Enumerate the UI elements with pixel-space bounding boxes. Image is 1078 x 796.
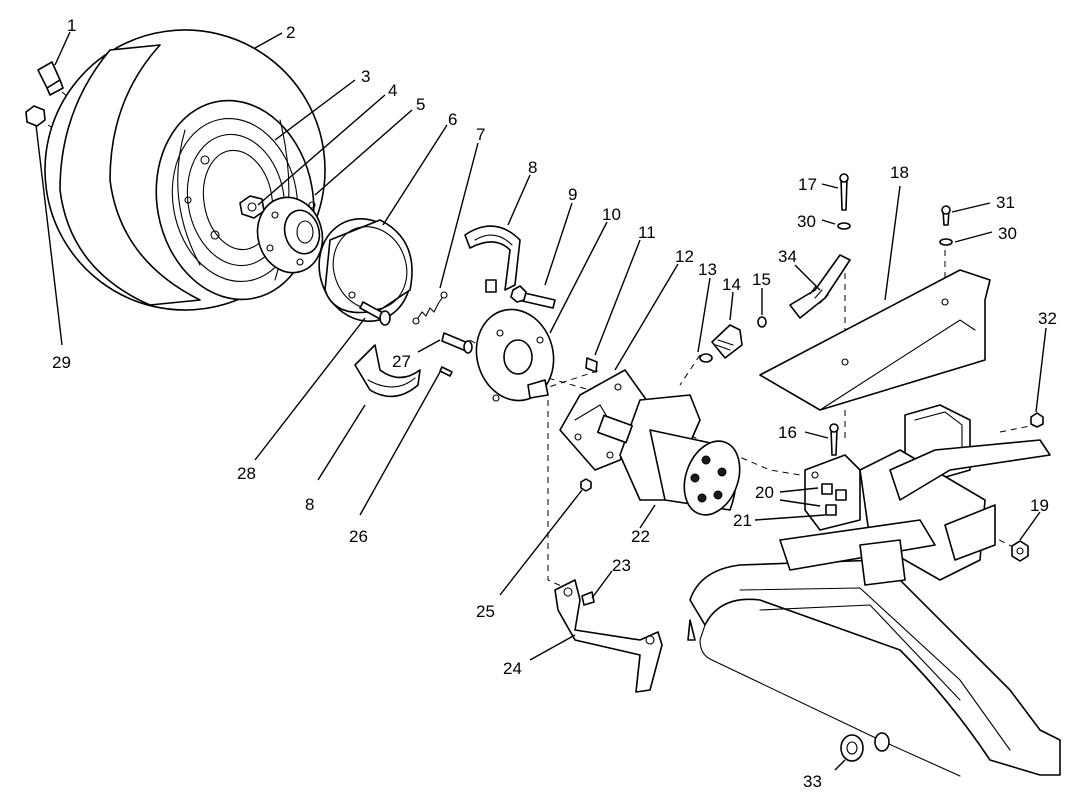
callout-25: 25	[476, 602, 495, 621]
callout-4: 4	[388, 81, 397, 100]
callout-1: 1	[67, 16, 76, 35]
screw-17	[839, 173, 849, 211]
callout-6: 6	[448, 110, 457, 129]
brake-linkage	[554, 579, 663, 693]
nut-19	[1011, 540, 1029, 562]
callout-11: 11	[638, 223, 656, 242]
shield	[759, 269, 991, 411]
callout-14: 14	[722, 275, 741, 294]
hydraulic-motor	[597, 394, 741, 516]
tire-assembly	[44, 29, 326, 311]
wheel-hub	[256, 196, 324, 274]
washer-30-left	[837, 222, 851, 230]
callout-15: 15	[752, 270, 771, 289]
callout-24: 24	[503, 659, 522, 678]
callout-5: 5	[416, 95, 425, 114]
callout-26: 26	[349, 527, 368, 546]
callout-9: 9	[568, 185, 577, 204]
leader-lines	[35, 31, 1047, 771]
valve-block	[804, 454, 861, 531]
bushing	[840, 732, 890, 762]
callout-7: 7	[476, 125, 485, 144]
nut-25	[580, 478, 592, 492]
lug-bolt	[37, 61, 64, 96]
callout-30-left: 30	[797, 212, 816, 231]
bolt-31	[941, 205, 951, 226]
callout-3: 3	[361, 67, 370, 86]
hydraulic-hose	[789, 254, 851, 319]
return-spring	[412, 291, 448, 325]
callout-2: 2	[286, 23, 295, 42]
callout-29: 29	[52, 353, 71, 372]
o-ring-13	[699, 353, 713, 363]
brake-drum	[318, 217, 413, 323]
frame-tube	[687, 519, 1061, 777]
nut-32	[1030, 412, 1044, 428]
callout-8-lower: 8	[305, 495, 314, 514]
callout-33: 33	[803, 772, 822, 791]
callout-18: 18	[890, 163, 909, 182]
screw-16	[829, 423, 839, 456]
clip-23	[581, 591, 595, 606]
washer-30-right	[939, 238, 953, 246]
callout-20: 20	[755, 483, 774, 502]
callout-12: 12	[675, 247, 694, 266]
callout-31: 31	[996, 193, 1015, 212]
callout-32: 32	[1038, 309, 1057, 328]
brake-shoe-lower	[354, 344, 421, 398]
callout-30-right: 30	[998, 224, 1017, 243]
brake-shoe-upper	[464, 225, 521, 293]
callout-23: 23	[612, 556, 631, 575]
callout-27: 27	[392, 352, 411, 371]
callout-labels: 1 2 3 4 5 6 7 8 9 10 11 12 13 14 15 16 1…	[52, 16, 1057, 791]
key	[585, 357, 598, 373]
callout-19: 19	[1030, 496, 1049, 515]
callout-34: 34	[778, 247, 797, 266]
callout-17: 17	[798, 175, 817, 194]
callout-22: 22	[631, 527, 650, 546]
callout-28: 28	[237, 464, 256, 483]
callout-21: 21	[733, 511, 752, 530]
shoe-bolt	[359, 301, 391, 326]
elbow-fitting	[711, 324, 743, 359]
callout-13: 13	[698, 260, 717, 279]
callout-16: 16	[778, 423, 797, 442]
lug-nut	[25, 105, 46, 127]
bracket-bolt	[510, 285, 556, 309]
o-ring-15	[757, 316, 767, 328]
stud-lower	[439, 366, 453, 377]
backing-plate	[475, 308, 555, 402]
callout-8-upper: 8	[528, 158, 537, 177]
stud-upper	[441, 332, 473, 354]
callout-10: 10	[602, 205, 621, 224]
